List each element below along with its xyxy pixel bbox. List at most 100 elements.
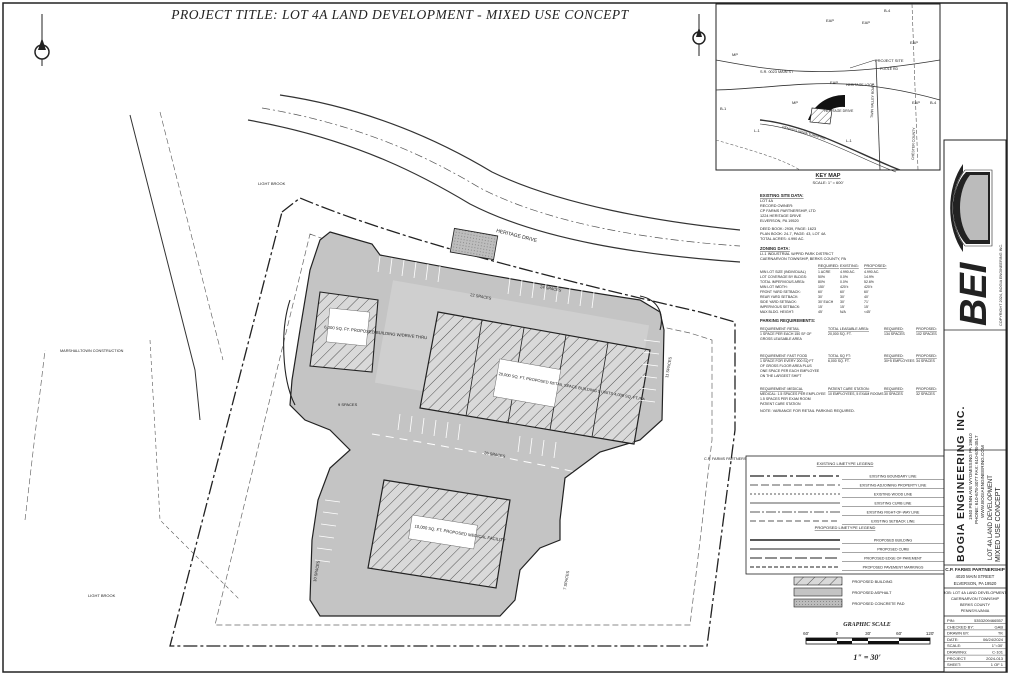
- tb-field-value: 06/24/2024: [983, 637, 1004, 642]
- parking-proposed-header: PROPOSED:: [916, 387, 937, 391]
- keymap-zone: MP: [792, 100, 798, 105]
- dims-row-label: SIDE YARD SETBACK:: [760, 300, 797, 304]
- keymap-north-arrow-icon: [692, 14, 706, 56]
- key-map: PROJECT SITE S.R. 0023 MAIN ST HERITAGE …: [715, 3, 941, 173]
- road-centerline: [261, 107, 741, 247]
- existing-site-data-heading: EXISTING SITE DATA:: [760, 193, 804, 198]
- dims-existing: 0.0%: [840, 280, 848, 284]
- keymap-zone: EAP: [826, 18, 834, 23]
- parking-req-line: OF GROSS FLOOR AREA PLUS: [760, 364, 812, 368]
- keymap-zone: B-1: [720, 106, 727, 111]
- site-data-block: EXISTING SITE DATA: LOT 4A RECORD OWNER:…: [760, 193, 937, 413]
- parking-count-label: 24 SPACES: [540, 284, 562, 293]
- legend-existing-label: EXISTING ADJOINING PROPERTY LINE: [860, 484, 927, 488]
- light-brook-label: LIGHT BROOK: [258, 181, 286, 186]
- parking-required-value: 30 SPACES: [884, 392, 903, 396]
- copyright-text: COPYRIGHT 2024, BOGIA ENGINEERING INC.: [999, 244, 1003, 326]
- parking-req-line: REQUIREMENT: RETAIL: [760, 327, 799, 331]
- parking-req-line: 1 SPACE PER EACH 150 SF OF: [760, 332, 811, 336]
- keymap-zone: EAP: [910, 40, 918, 45]
- graphic-scale-ratio: 1" = 30': [853, 653, 881, 662]
- keymap-zone: L-1: [754, 128, 761, 133]
- parking-proposed-header: PROPOSED:: [916, 327, 937, 331]
- project-title: PROJECT TITLE: LOT 4A LAND DEVELOPMENT -…: [170, 7, 629, 22]
- light-brook-label-south: LIGHT BROOK: [88, 593, 116, 598]
- parking-area-header: TOTAL SQ FT:: [828, 354, 851, 358]
- parking-heading: PARKING REQUIREMENTS:: [760, 318, 815, 323]
- dims-proposed: 15': [864, 305, 869, 309]
- parking-required-header: REQUIRED:: [884, 327, 903, 331]
- scale-tick-label: 30': [865, 631, 871, 636]
- dims-required: 45': [818, 310, 823, 314]
- dims-required: 15': [818, 305, 823, 309]
- legend-proposed-label: PROPOSED CURB: [877, 548, 909, 552]
- hatch-legend: PROPOSED BUILDING PROPOSED ASPHALT PROPO…: [793, 576, 905, 608]
- keymap-zone: B-4: [884, 8, 891, 13]
- parking-area-value: 20,000 SQ. FT.: [828, 332, 852, 336]
- keymap-zone: L-1: [846, 138, 853, 143]
- legend-swatch-concrete: [793, 598, 843, 608]
- keymap-scale: SCALE: 1" = 600': [813, 180, 844, 185]
- dims-existing: 30': [840, 300, 845, 304]
- parking-count-label: 10 SPACES: [312, 560, 321, 582]
- keymap-zone: B-4: [930, 100, 937, 105]
- parking-required-value: 134 SPACES: [884, 332, 905, 336]
- site-data-line: LOT 4A: [760, 199, 773, 203]
- dims-row-label: REAR YARD SETBACK:: [760, 295, 798, 299]
- dims-row-label: TOTAL IMPERVIOUS AREA:: [760, 280, 805, 284]
- parking-proposed-value: 32 SPACES: [916, 392, 935, 396]
- parking-count-label: 11 SPACES: [664, 356, 673, 378]
- zoning-data-heading: ZONING DATA:: [760, 246, 790, 251]
- keymap-zone: EAP: [830, 80, 838, 85]
- adjacent-road-centerline: [159, 111, 224, 361]
- adjoiner-label-east: C.P. FARMS PARTNERSHIP: [704, 457, 753, 461]
- project-info-line: BERKS COUNTY: [960, 603, 990, 607]
- wood-line: [149, 339, 241, 601]
- tb-field-key: CHECKED BY:: [947, 624, 974, 629]
- dims-required: 50%: [818, 275, 825, 279]
- sheet-project-title: LOT 4A LAND DEVELOPMENT: [988, 475, 994, 560]
- parking-req-line: REQUIREMENT: MEDICAL: [760, 387, 803, 391]
- tb-field-value: C-101: [992, 650, 1004, 655]
- tb-field-value: GAB: [995, 624, 1004, 629]
- parking-req-line: 1.5 SPACES PER EXAM ROOM: [760, 397, 811, 401]
- tb-field-key: DATE:: [947, 637, 958, 642]
- site-data-line: TOTAL ACRES: 4.990 AC.: [760, 237, 804, 241]
- tb-field-key: PIN:: [947, 618, 955, 623]
- dims-required: 30' EACH: [818, 300, 834, 304]
- project-info-line: CAERNARVON TOWNSHIP: [951, 597, 1000, 601]
- site-data-line: CP FARMS PARTNERSHIP, LTD: [760, 209, 816, 213]
- dims-existing: 0.0%: [840, 275, 848, 279]
- scale-tick-label: 60': [803, 631, 809, 636]
- keymap-project-site: PROJECT SITE: [875, 58, 904, 63]
- building-medical: 10,000 SQ. FT. PROPOSED MEDICAL FACILITY: [367, 479, 511, 589]
- legend-existing-label: EXISTING BOUNDARY LINE: [870, 475, 918, 479]
- parking-req-line: GROSS LEASABLE AREA: [760, 337, 802, 341]
- dims-required: 80%: [818, 280, 825, 284]
- bei-logo: BEI: [950, 164, 995, 326]
- dims-proposed: 71': [864, 300, 869, 304]
- dims-row-label: FRONT YARD SETBACK:: [760, 290, 801, 294]
- dims-col-header: REQUIRED:: [818, 264, 839, 268]
- project-info-line: JOB: LOT 4A LAND DEVELOPMENT: [943, 591, 1007, 595]
- tb-field-value: 5353209466557: [974, 618, 1004, 623]
- dims-row-label: IMPERVIOUS SETBACK:: [760, 305, 800, 309]
- parking-req-line: ON THE LARGEST SHIFT: [760, 374, 802, 378]
- scale-bar: [805, 637, 931, 645]
- legend-existing-label: EXISTING SETBACK LINE: [871, 520, 915, 524]
- scale-tick-label: 0: [836, 631, 839, 636]
- tb-field-value: 1"=30': [992, 643, 1003, 648]
- site-data-line: PLAN BOOK: 24-7, PAGE: 43, LOT 4A: [760, 232, 826, 236]
- parking-area-header: PATIENT CARE STATION:: [828, 387, 870, 391]
- dims-required: 1 ACRE: [818, 270, 831, 274]
- parking-proposed-header: PROPOSED:: [916, 354, 937, 358]
- concrete-pad: [449, 227, 499, 261]
- tb-field-value: 1 OF 1: [991, 662, 1004, 667]
- firm-address-line: 1940 PENN AVE WYOMISSING PA 19610: [968, 433, 973, 520]
- curb-west: [283, 299, 296, 406]
